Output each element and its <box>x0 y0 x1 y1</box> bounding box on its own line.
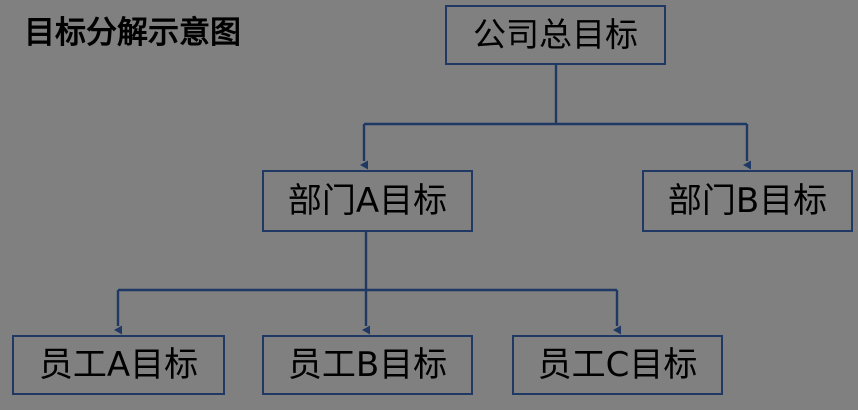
node-label: 员工A目标 <box>38 345 199 385</box>
node-company-goal[interactable]: 公司总目标 <box>445 5 666 65</box>
node-employee-a-goal[interactable]: 员工A目标 <box>12 335 225 395</box>
edge-company-to-departments <box>360 65 751 170</box>
node-employee-b-goal[interactable]: 员工B目标 <box>262 335 473 395</box>
edge-dept-a-to-employees <box>114 232 621 335</box>
node-department-b-goal[interactable]: 部门B目标 <box>642 170 853 232</box>
node-label: 公司总目标 <box>473 15 638 54</box>
node-department-a-goal[interactable]: 部门A目标 <box>262 170 473 232</box>
node-label: 部门A目标 <box>287 181 448 221</box>
node-label: 部门B目标 <box>667 181 828 221</box>
node-employee-c-goal[interactable]: 员工C目标 <box>512 335 723 395</box>
page-title: 目标分解示意图 <box>24 15 241 51</box>
node-label: 员工C目标 <box>537 345 698 385</box>
node-label: 员工B目标 <box>287 345 448 385</box>
